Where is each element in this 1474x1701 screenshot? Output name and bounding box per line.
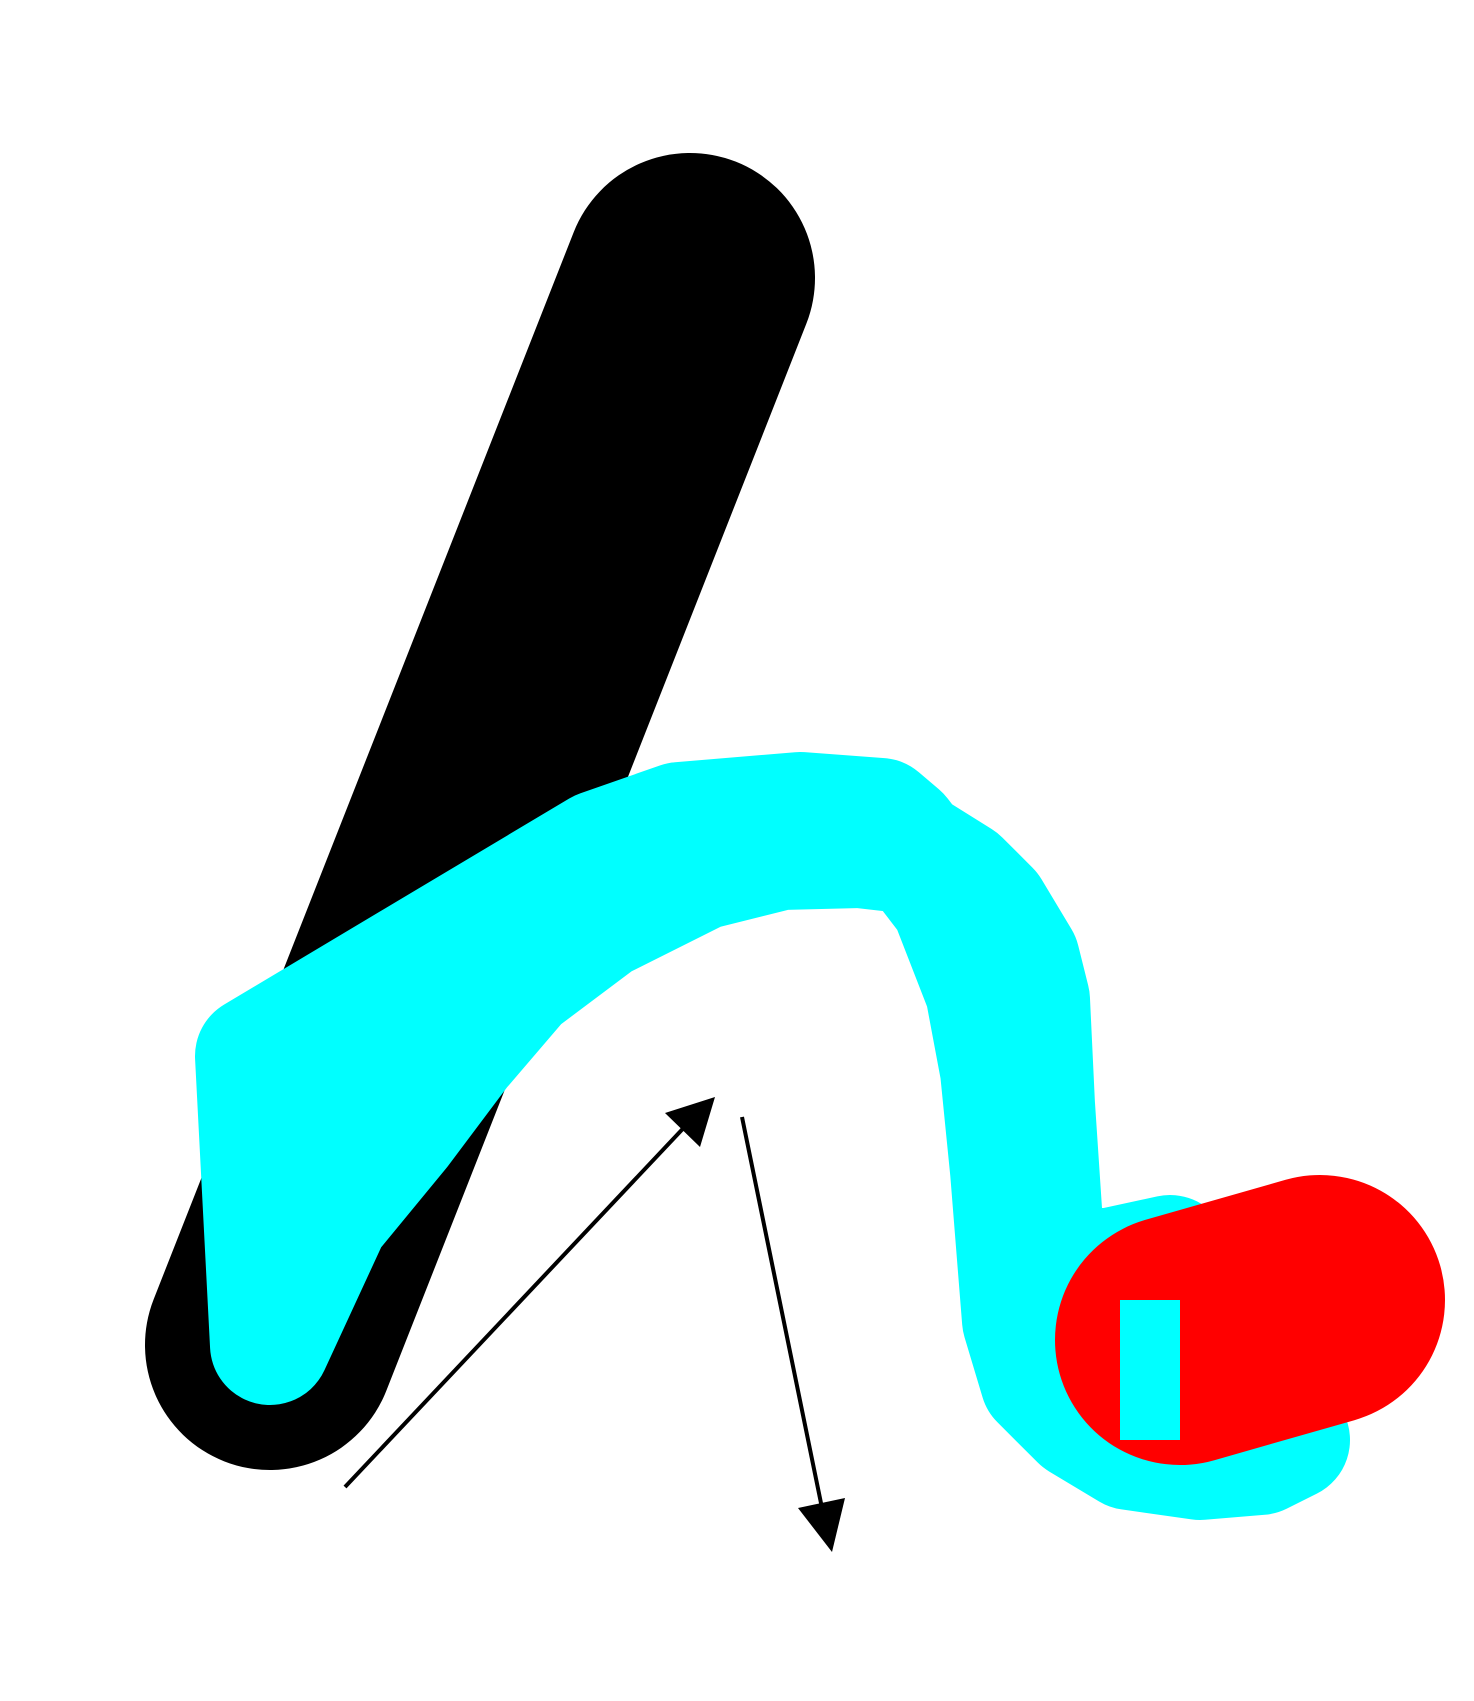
red-cyan-join xyxy=(1120,1300,1180,1440)
arrow-up-right xyxy=(343,1116,695,1489)
arrow-down-head xyxy=(798,1498,845,1552)
red-stroke xyxy=(1055,1175,1445,1465)
arrow-down xyxy=(740,1116,824,1509)
arrow-up-right-head xyxy=(665,1097,715,1147)
